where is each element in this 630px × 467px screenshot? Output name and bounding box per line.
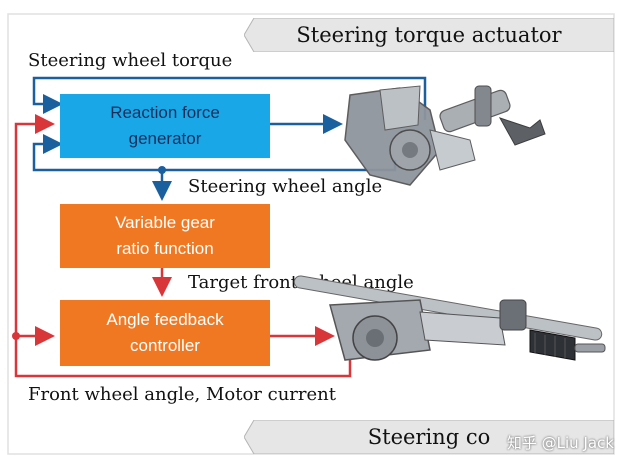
label-steering-wheel-torque: Steering wheel torque [28, 50, 233, 71]
watermark-text: 知乎 @Liu Jack [506, 434, 614, 452]
line-front-wheel-feedback [14, 114, 352, 378]
banner-steering-control: Steering co [244, 420, 614, 454]
junction-wheel-angle [158, 166, 166, 174]
variable-gear-ratio-label: Variable gear ratio function [115, 213, 215, 258]
junction-front-wheel [12, 332, 20, 340]
label-target-front-wheel-angle: Target front wheel angle [188, 272, 414, 293]
reaction-force-generator-label: Reaction force generator [110, 103, 220, 148]
banner-steering-torque-actuator: Steering torque actuator [244, 18, 614, 52]
reaction-force-generator-box: Reaction force generator [60, 94, 270, 158]
label-front-wheel-angle-motor-current: Front wheel angle, Motor current [28, 384, 336, 405]
angle-feedback-controller-label: Angle feedback controller [106, 310, 224, 355]
variable-gear-ratio-box: Variable gear ratio function [60, 204, 270, 268]
label-steering-wheel-angle: Steering wheel angle [188, 176, 383, 197]
angle-feedback-controller-box: Angle feedback controller [60, 300, 270, 366]
